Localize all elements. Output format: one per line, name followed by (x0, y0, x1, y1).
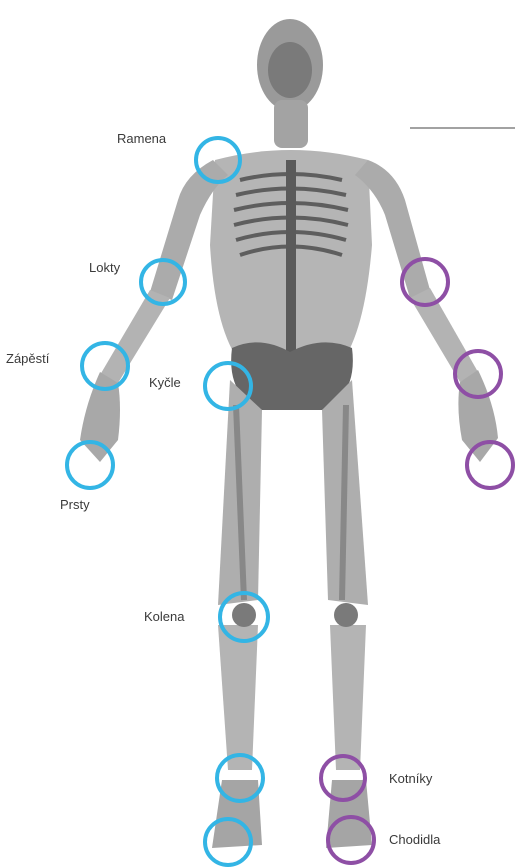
label-knees: Kolena (144, 610, 184, 623)
right-shin (330, 625, 366, 770)
left-kneecap (232, 603, 256, 627)
right-hand (458, 370, 498, 462)
right-femur (342, 405, 346, 600)
label-feet: Chodidla (389, 833, 440, 846)
right-forearm (410, 288, 478, 382)
label-shoulders: Ramena (117, 132, 166, 145)
finger-marker-right (467, 442, 513, 488)
right-foot (326, 780, 372, 848)
label-ankles: Kotníky (389, 772, 432, 785)
label-hips: Kyčle (149, 376, 181, 389)
label-elbows: Lokty (89, 261, 120, 274)
label-wrists: Zápěstí (6, 352, 49, 365)
neck (274, 100, 308, 148)
right-kneecap (334, 603, 358, 627)
label-fingers: Prsty (60, 498, 90, 511)
left-shin (218, 625, 258, 770)
